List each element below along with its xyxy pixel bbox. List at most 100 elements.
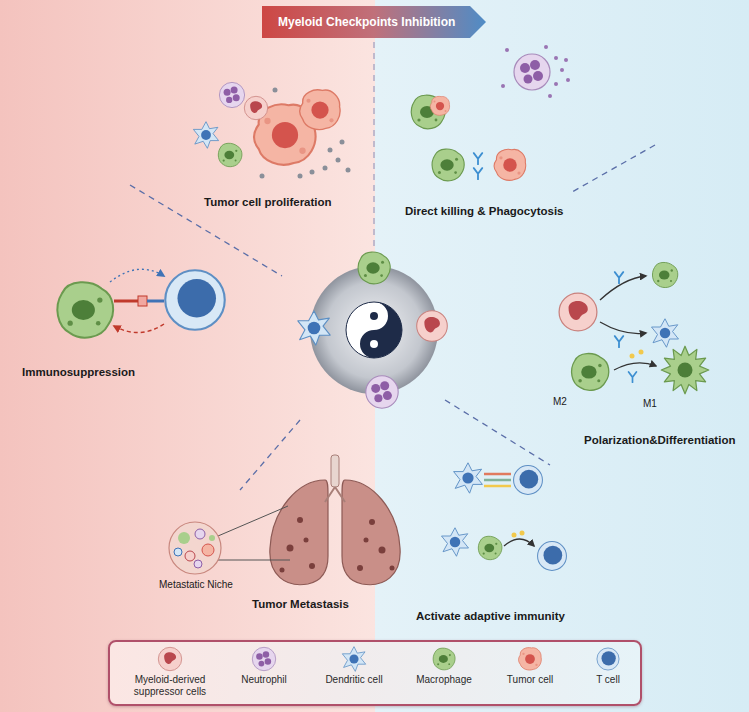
antibody-icon [615, 272, 623, 283]
mdsc-icon [417, 311, 448, 342]
bronchi [325, 487, 345, 502]
legend-icon [595, 646, 621, 672]
dendritic-cell-icon [454, 463, 483, 493]
differentiation-arrow [600, 322, 646, 334]
polarization-arrow [614, 363, 656, 370]
lung [342, 480, 400, 585]
legend-icon [251, 646, 277, 672]
macrophage-icon [358, 252, 390, 284]
activation-arrow [504, 539, 534, 546]
m1-macrophage-icon [661, 346, 709, 394]
legend-icon-shape [342, 647, 365, 672]
ligand [114, 300, 138, 303]
yin-yang [360, 302, 402, 358]
cytokine-dot [630, 354, 635, 359]
signal-arrow [110, 269, 164, 282]
dendritic-cell-icon [442, 528, 469, 557]
legend-icon [517, 646, 543, 672]
legend-text: Myeloid-derived suppressor cells [124, 674, 216, 698]
neutrophil-icon [366, 376, 398, 408]
dendritic-cell-icon [652, 319, 679, 348]
divider-line [572, 145, 655, 192]
legend-text: Tumor cell [490, 674, 570, 686]
proliferation-figure [193, 82, 350, 178]
antibody-icon [615, 336, 623, 347]
legend-icon-shape [433, 648, 455, 670]
macrophage-icon [57, 282, 113, 337]
legend-icon [157, 646, 183, 672]
signal-arrow [114, 324, 164, 333]
neutrophil-icon [514, 54, 550, 90]
receptor [147, 300, 164, 303]
phenotype-label: M1 [643, 398, 657, 410]
center-emblem [298, 252, 448, 408]
legend-icon-shape [252, 647, 275, 670]
legend-text: T cell [573, 674, 643, 686]
neutrophil-icon [219, 82, 244, 107]
metastasis-figure [169, 455, 400, 585]
arrow-banner: Myeloid Checkpoints Inhibition [262, 6, 486, 38]
legend-icon [431, 646, 457, 672]
cytokine-dot [520, 531, 525, 536]
section-label: Direct killing & Phagocytosis [405, 205, 563, 219]
dendritic-cell-icon [298, 311, 330, 345]
divider-lines [130, 42, 655, 490]
legend-box: Myeloid-derived suppressor cells Neutroph… [108, 640, 642, 706]
mdsc-icon [559, 293, 597, 331]
t-cell-icon [538, 542, 567, 571]
legend-icon-shape [597, 648, 619, 670]
antibody-icon [629, 372, 637, 382]
antibody-icon [474, 168, 482, 179]
yin-yang-dot [370, 312, 378, 320]
t-cell-icon [514, 466, 543, 495]
banner-arrow [262, 6, 486, 38]
lung [270, 480, 328, 585]
m2-macrophage-icon [572, 354, 609, 391]
legend-icon-shape [519, 648, 542, 670]
banner-text: Myeloid Checkpoints Inhibition [262, 6, 486, 38]
section-label: Tumor Metastasis [252, 598, 349, 612]
differentiation-arrow [600, 276, 646, 300]
divider-line [445, 400, 550, 465]
divider-line [373, 42, 374, 246]
checkpoint-pair [138, 296, 147, 306]
figure-label: Metastatic Niche [159, 579, 233, 591]
macrophage-icon [478, 536, 502, 559]
cytokine-dot [512, 533, 517, 538]
divider-line [240, 420, 300, 490]
niche-cells [174, 529, 215, 568]
immunosuppression-figure [57, 269, 224, 337]
t-cell-icon [165, 270, 225, 330]
dendritic-cell-icon [193, 122, 218, 149]
antigen-presentation [484, 485, 511, 488]
antigen-presentation [484, 479, 511, 482]
cytokine-dot [639, 350, 644, 355]
antibody-icon [474, 153, 482, 164]
tumor-cell-icon [300, 90, 340, 130]
granule-dots [501, 45, 570, 98]
zoom-line [218, 506, 288, 536]
legend-text: Macrophage [404, 674, 484, 686]
yin-yang-dot [370, 340, 378, 348]
macrophage-icon [652, 262, 677, 287]
section-label: Tumor cell proliferation [204, 196, 332, 210]
legend-icon-shape [158, 647, 181, 670]
legend-text: Neutrophil [224, 674, 304, 686]
section-label: Polarization&Differentiation [584, 434, 735, 448]
trachea [331, 455, 339, 487]
killing-figure [411, 45, 570, 181]
yin-yang [346, 302, 402, 358]
legend-icon [341, 646, 367, 672]
adaptive-figure [442, 463, 567, 571]
legend-text: Dendritic cell [314, 674, 394, 686]
factor-dots [260, 88, 351, 179]
zoom-line [218, 560, 290, 561]
macrophage-icon [432, 149, 464, 181]
tumor-cell-icon [494, 149, 526, 180]
niche-circle [169, 522, 221, 574]
polarization-figure [559, 262, 709, 393]
antigen-presentation [484, 473, 511, 476]
tumor-cell-icon [430, 96, 449, 115]
